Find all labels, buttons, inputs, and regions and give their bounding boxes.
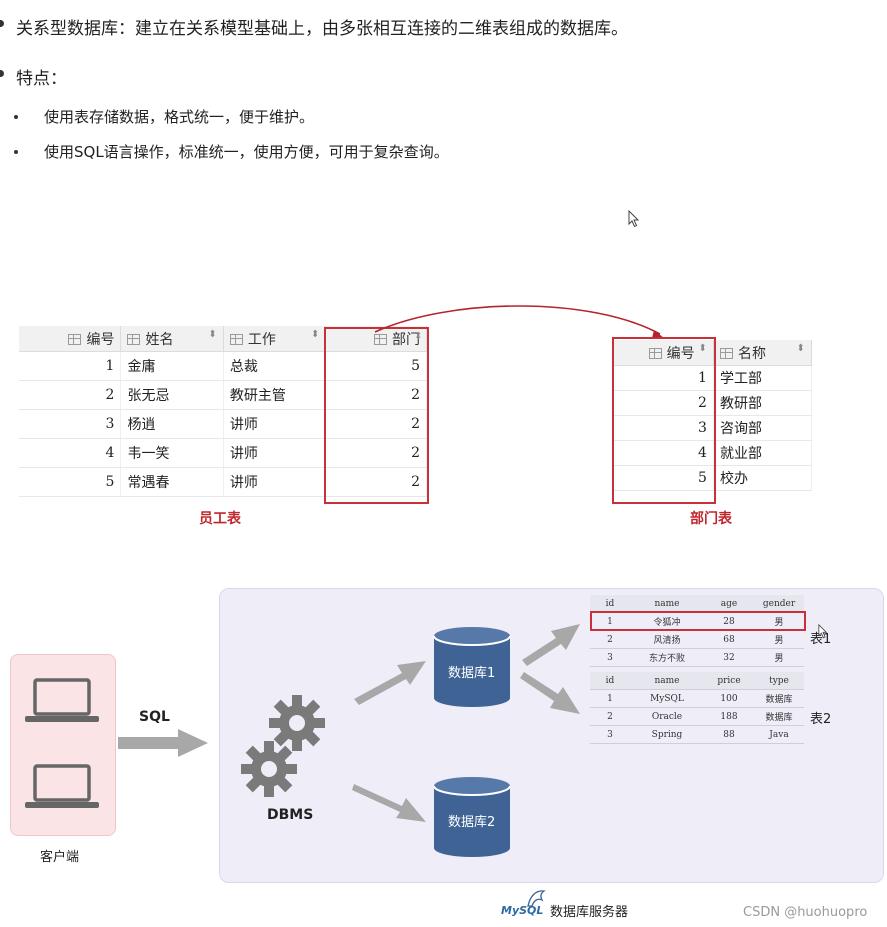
arrow-to-table1	[522, 624, 580, 666]
column-icon	[127, 333, 141, 345]
bullet-dot	[0, 70, 4, 77]
department-table-caption: 部门表	[690, 511, 732, 527]
feature-item: 使用表存储数据，格式统一，便于维护。	[44, 108, 315, 126]
column-header[interactable]: ⬍工作	[223, 326, 327, 352]
department-id-highlight	[612, 337, 716, 504]
arrow-to-db1	[354, 661, 426, 705]
table-header-row: id name age gender	[590, 595, 804, 613]
feature-item: 使用SQL语言操作，标准统一，使用方便，可用于复杂查询。	[44, 143, 449, 161]
sql-arrow-icon	[118, 729, 208, 757]
column-icon	[68, 333, 82, 345]
mysql-logo: MySQL	[501, 904, 544, 917]
arrow-to-db2	[352, 784, 426, 822]
database-server-label: 数据库服务器	[550, 905, 629, 920]
bullet-dot	[0, 20, 4, 27]
column-icon	[648, 347, 662, 359]
sort-icon[interactable]: ⬍	[698, 342, 707, 354]
db2-label: 数据库2	[448, 815, 496, 830]
column-icon	[374, 333, 387, 345]
column-header[interactable]: 编号	[19, 326, 122, 352]
column-icon	[719, 347, 733, 359]
db1-label: 数据库1	[448, 666, 496, 681]
mouse-cursor-icon	[628, 210, 640, 228]
sort-icon[interactable]: ⬍	[796, 342, 805, 354]
dbms-label: DBMS	[267, 807, 314, 823]
table1-label: 表1	[810, 632, 832, 647]
laptop-icon	[25, 678, 99, 722]
relation-arrow	[374, 305, 664, 338]
mouse-cursor-icon	[818, 624, 828, 639]
features-title: 特点：	[16, 69, 67, 89]
column-header[interactable]: ⬍姓名	[120, 326, 224, 352]
database-icon	[433, 627, 511, 707]
column-header[interactable]: ⬍名称	[713, 340, 813, 366]
column-header[interactable]: ⬍编号	[614, 340, 714, 366]
gear-icon	[241, 741, 297, 797]
client-label: 客户端	[40, 850, 80, 865]
table2-label: 表2	[810, 712, 832, 727]
laptop-icon	[25, 764, 99, 808]
arrow-to-table2	[520, 672, 580, 714]
gear-icon	[269, 695, 325, 751]
employee-table-caption: 员工表	[199, 511, 241, 527]
sql-label: SQL	[139, 709, 170, 725]
watermark: CSDN @huohuopro	[743, 905, 868, 920]
column-header[interactable]: 部门	[325, 326, 427, 352]
department-column-highlight	[324, 327, 429, 504]
database-icon	[433, 777, 511, 857]
bullet-dot	[14, 150, 18, 154]
sort-icon[interactable]: ⬍	[311, 328, 320, 340]
mysql-dolphin-icon	[527, 890, 546, 907]
definition-text: 关系型数据库：建立在关系模型基础上，由多张相互连接的二维表组成的数据库。	[16, 19, 628, 39]
bullet-dot	[14, 115, 18, 119]
sort-icon[interactable]: ⬍	[208, 328, 217, 340]
sort-icon[interactable]: ⬍	[414, 331, 423, 342]
table-header-row: id name price type	[590, 672, 804, 690]
row-highlight	[590, 611, 806, 631]
column-icon	[229, 333, 243, 345]
